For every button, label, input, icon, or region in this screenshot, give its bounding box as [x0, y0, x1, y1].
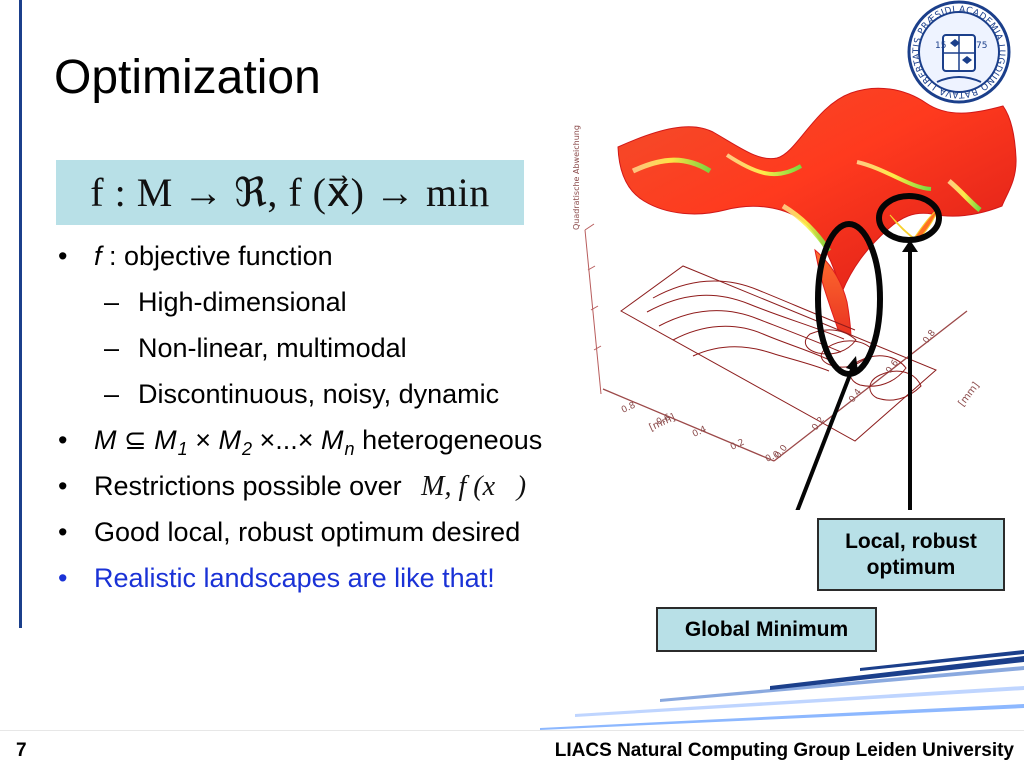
global-minimum-text: Global Minimum	[684, 617, 849, 641]
math-m2-subscript: 2	[241, 439, 252, 459]
math-m1-subscript: 1	[177, 439, 188, 459]
decor-line-2	[575, 686, 1024, 717]
local-optimum-arrow-head	[902, 240, 918, 252]
decor-line-5	[860, 650, 1024, 671]
bullet-good-local: • Good local, robust optimum desired	[54, 516, 624, 562]
vertical-axis-line	[584, 229, 602, 395]
heterogeneous-text: heterogeneous	[362, 425, 543, 455]
contour-line	[652, 280, 856, 331]
slide-title: Optimization	[54, 51, 321, 104]
objective-text: : objective function	[101, 241, 333, 271]
left-accent-line	[19, 0, 22, 628]
surface-highlight-3	[856, 160, 932, 191]
restrictions-math: M, f (x⃗)	[421, 471, 527, 502]
footer-divider	[0, 730, 1024, 731]
decor-line-1	[540, 704, 1024, 730]
contour-loop	[804, 329, 857, 355]
decor-line-4	[770, 656, 1024, 690]
bullet-objective-function: • f : objective function	[54, 240, 624, 286]
contour-loop	[869, 370, 922, 401]
surface-highlight-1	[631, 157, 712, 174]
vertical-axis-tick	[587, 265, 596, 271]
decorative-footer-lines	[540, 650, 1024, 730]
realistic-text: Realistic landscapes are like that!	[94, 563, 495, 593]
university-seal-icon: ACADEMIA LUGDUNO BATAVA LIBERTATIS PRÆSI…	[907, 0, 1011, 104]
tick-label: 0.2	[729, 438, 746, 453]
contour-line	[672, 325, 837, 364]
page-number: 7	[16, 740, 27, 761]
local-robust-optimum-text: Local, robust optimum	[845, 530, 977, 579]
bullet-marker: •	[58, 471, 68, 501]
formula-box: f : M → ℜ, f (x⃗) → min	[56, 160, 524, 225]
x-axis-line	[602, 388, 775, 462]
contour-plane	[620, 265, 937, 442]
dash-marker: –	[104, 333, 120, 363]
contour-line	[692, 346, 830, 372]
contour-line	[658, 310, 842, 353]
vertical-axis-tick	[593, 345, 602, 351]
bullet-marker: •	[58, 517, 68, 547]
subseteq-symbol: ⊆	[124, 425, 147, 455]
formula-text: f : M → ℜ, f (x⃗) → min	[90, 170, 490, 215]
vertical-axis-top-tick	[584, 223, 595, 231]
restrictions-text: Restrictions possible over	[94, 471, 402, 501]
seal-right-number: 75	[976, 41, 987, 51]
tick-label: 0.8	[921, 328, 938, 346]
times-symbol: ×	[195, 425, 219, 455]
optimization-landscape-figure: Quadratische Abweichung [mm] [mm] 0.8 0.…	[565, 70, 1024, 608]
math-mn-subscript: n	[344, 439, 355, 459]
math-m1: M	[154, 425, 177, 455]
sub-bullet-text: High-dimensional	[138, 287, 347, 317]
sub-bullet-high-dimensional: – High-dimensional	[54, 286, 624, 332]
bullet-marker: •	[58, 241, 68, 271]
local-robust-optimum-label: Local, robust optimum	[817, 518, 1005, 591]
math-m: M	[94, 425, 117, 455]
z-axis-label: Quadratische Abweichung	[572, 125, 581, 230]
seal-left-number: 15	[935, 41, 946, 51]
bullet-restrictions: • Restrictions possible over M, f (x⃗)	[54, 470, 624, 516]
surface-back	[617, 87, 1017, 294]
sub-bullet-text: Non-linear, multimodal	[138, 333, 407, 363]
sub-bullet-nonlinear: – Non-linear, multimodal	[54, 332, 624, 378]
bullet-list: • f : objective function – High-dimensio…	[54, 240, 624, 608]
times-ellipsis-symbol: ×...×	[259, 425, 322, 455]
bullet-realistic-landscapes: • Realistic landscapes are like that!	[54, 562, 624, 608]
sub-bullet-text: Discontinuous, noisy, dynamic	[138, 379, 500, 409]
good-local-text: Good local, robust optimum desired	[94, 517, 521, 547]
objective-symbol: f	[94, 241, 102, 271]
right-axis-label: [mm]	[957, 380, 982, 408]
surface-highlight-4	[947, 179, 982, 212]
math-mn: M	[321, 425, 344, 455]
landscape-svg: Quadratische Abweichung [mm] [mm] 0.8 0.…	[572, 87, 1017, 608]
sub-bullet-discontinuous: – Discontinuous, noisy, dynamic	[54, 378, 624, 424]
vertical-axis-tick	[590, 305, 599, 311]
global-minimum-arrow-head	[846, 356, 858, 372]
dash-marker: –	[104, 379, 120, 409]
contour-line	[646, 294, 845, 340]
local-optimum-circle	[876, 193, 942, 243]
bullet-marker: •	[58, 425, 68, 455]
bullet-heterogeneous-space: • M ⊆ M1 × M2 ×...× Mn heterogeneous	[54, 424, 624, 470]
dash-marker: –	[104, 287, 120, 317]
math-m2: M	[218, 425, 241, 455]
decor-line-3	[660, 666, 1024, 702]
bullet-marker: •	[58, 563, 68, 593]
footer-organization: LIACS Natural Computing Group Leiden Uni…	[554, 740, 1014, 761]
global-minimum-label: Global Minimum	[656, 607, 877, 652]
surface-highlight-2	[725, 153, 803, 177]
